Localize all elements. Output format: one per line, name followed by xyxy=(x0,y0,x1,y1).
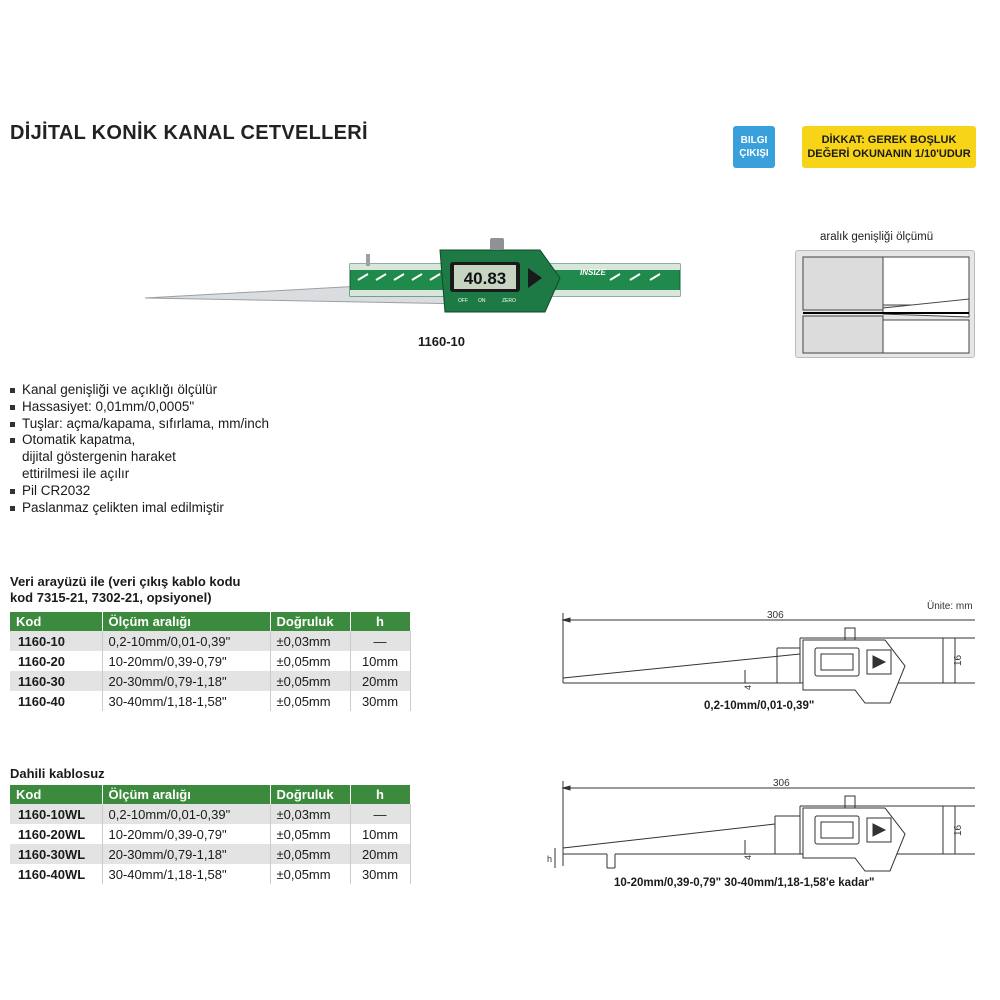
table-cell: 30mm xyxy=(350,691,411,711)
table-cell: 1160-30WL xyxy=(10,844,103,864)
list-item: Kanal genişliği ve açıklığı ölçülür xyxy=(10,382,269,399)
table-cell: 1160-40 xyxy=(10,691,103,711)
column-header: Ölçüm aralığı xyxy=(102,612,271,631)
gap-measure-diagram xyxy=(795,250,975,358)
brand-logo: INSIZE xyxy=(580,268,606,277)
list-item: Tuşlar: açma/kapama, sıfırlama, mm/inch xyxy=(10,416,269,433)
table-row: 1160-40 30-40mm/1,18-1,58" ±0,05mm 30mm xyxy=(10,691,411,711)
table-cell: 1160-20 xyxy=(10,651,103,671)
column-header: Doğruluk xyxy=(270,612,351,631)
svg-text:ON: ON xyxy=(478,298,486,304)
table-row: 1160-30WL 20-30mm/0,79-1,18" ±0,05mm 20m… xyxy=(10,844,411,864)
lcd-screen xyxy=(454,265,516,289)
section-title-data-output: Veri arayüzü ile (veri çıkış kablo kodu … xyxy=(10,574,241,606)
dimension-height: 16 xyxy=(953,654,964,666)
dimension-tip: 4 xyxy=(743,685,753,690)
table-cell: — xyxy=(350,804,411,824)
column-header: h xyxy=(350,612,411,631)
list-item-continued: ettirilmesi ile açılır xyxy=(22,465,130,481)
badge-line: DEĞERİ OKUNANIN 1/10'UDUR xyxy=(807,148,971,160)
table-cell: 0,2-10mm/0,01-0,39" xyxy=(102,631,271,651)
drawing-2-caption: 10-20mm/0,39-0,79" 30-40mm/1,18-1,58'e k… xyxy=(614,877,875,889)
product-illustration: 40.83 OFF ON ZERO INSIZE xyxy=(144,238,681,313)
unit-note: Ünite: mm xyxy=(927,601,973,612)
table-row: 1160-10WL 0,2-10mm/0,01-0,39" ±0,03mm — xyxy=(10,804,411,824)
page-title: DİJİTAL KONİK KANAL CETVELLERİ xyxy=(10,122,368,144)
table-header-row: Kod Ölçüm aralığı Doğruluk h xyxy=(10,785,411,804)
table-cell: 1160-40WL xyxy=(10,864,103,884)
dimension-h: h xyxy=(547,854,552,864)
gap-diagram-svg xyxy=(802,256,970,354)
dimension-tip: 4 xyxy=(743,855,753,860)
feature-list: Kanal genişliği ve açıklığı ölçülür Hass… xyxy=(10,382,269,516)
lcd-value: 40.83 xyxy=(464,269,507,288)
table-cell: 30-40mm/1,18-1,58" xyxy=(102,691,271,711)
technical-drawing-2: 306 16 4 h xyxy=(547,778,975,872)
section-title-line: Veri arayüzü ile (veri çıkış kablo kodu xyxy=(10,574,241,589)
table-cell: 1160-10 xyxy=(10,631,103,651)
column-header: Kod xyxy=(10,612,103,631)
table-cell: ±0,05mm xyxy=(270,864,351,884)
table-cell: 10-20mm/0,39-0,79" xyxy=(102,824,271,844)
table-cell: 10-20mm/0,39-0,79" xyxy=(102,651,271,671)
table-header-row: Kod Ölçüm aralığı Doğruluk h xyxy=(10,612,411,631)
list-item: Otomatik kapatma, xyxy=(10,432,269,449)
table-row: 1160-10 0,2-10mm/0,01-0,39" ±0,03mm — xyxy=(10,631,411,651)
badge-line: BILGI xyxy=(740,135,768,146)
diagram-caption: aralık genişliği ölçümü xyxy=(820,231,934,243)
warning-badge: DİKKAT: GEREK BOŞLUK DEĞERİ OKUNANIN 1/1… xyxy=(802,126,976,168)
model-caption: 1160-10 xyxy=(418,334,465,349)
table-cell: 1160-30 xyxy=(10,671,103,691)
table-cell: 30-40mm/1,18-1,58" xyxy=(102,864,271,884)
svg-text:ZERO: ZERO xyxy=(502,298,516,304)
thumb-wheel xyxy=(490,238,504,250)
table-cell: ±0,05mm xyxy=(270,824,351,844)
table-cell: 20-30mm/0,79-1,18" xyxy=(102,844,271,864)
table-cell: ±0,05mm xyxy=(270,671,351,691)
technical-drawing-1: 306 16 4 xyxy=(561,610,975,704)
section-title-line: kod 7315-21, 7302-21, opsiyonel) xyxy=(10,590,212,605)
table-cell: ±0,05mm xyxy=(270,844,351,864)
drawing-1-caption: 0,2-10mm/0,01-0,39" xyxy=(704,700,815,712)
dimension-length: 306 xyxy=(767,610,784,621)
table-cell: ±0,03mm xyxy=(270,631,351,651)
table-cell: 1160-20WL xyxy=(10,824,103,844)
play-icon xyxy=(528,268,542,288)
table-cell: ±0,05mm xyxy=(270,691,351,711)
table-cell: 20mm xyxy=(350,844,411,864)
table-cell: 0,2-10mm/0,01-0,39" xyxy=(102,804,271,824)
spec-table-data-output: Kod Ölçüm aralığı Doğruluk h 1160-10 0,2… xyxy=(10,612,411,711)
table-row: 1160-20 10-20mm/0,39-0,79" ±0,05mm 10mm xyxy=(10,651,411,671)
section-title-wireless: Dahili kablosuz xyxy=(10,766,105,781)
table-row: 1160-30 20-30mm/0,79-1,18" ±0,05mm 20mm xyxy=(10,671,411,691)
column-header: h xyxy=(350,785,411,804)
table-row: 1160-20WL 10-20mm/0,39-0,79" ±0,05mm 10m… xyxy=(10,824,411,844)
data-output-badge: BILGI ÇIKIŞI xyxy=(733,126,775,168)
list-item-continued: dijital göstergenin haraket xyxy=(22,449,176,465)
table-cell: — xyxy=(350,631,411,651)
list-item: Paslanmaz çelikten imal edilmiştir xyxy=(10,500,269,517)
spec-table-wireless: Kod Ölçüm aralığı Doğruluk h 1160-10WL 0… xyxy=(10,785,411,884)
column-header: Ölçüm aralığı xyxy=(102,785,271,804)
table-cell: 20mm xyxy=(350,671,411,691)
table-cell: ±0,05mm xyxy=(270,651,351,671)
table-cell: 1160-10WL xyxy=(10,804,103,824)
table-cell: ±0,03mm xyxy=(270,804,351,824)
svg-text:OFF: OFF xyxy=(458,298,468,304)
list-item: Pil CR2032 xyxy=(10,483,269,500)
list-item: Hassasiyet: 0,01mm/0,0005" xyxy=(10,399,269,416)
column-header: Doğruluk xyxy=(270,785,351,804)
table-cell: 20-30mm/0,79-1,18" xyxy=(102,671,271,691)
badge-line: DİKKAT: GEREK BOŞLUK xyxy=(821,134,957,146)
table-cell: 30mm xyxy=(350,864,411,884)
table-cell: 10mm xyxy=(350,824,411,844)
dimension-height: 16 xyxy=(953,824,964,836)
table-row: 1160-40WL 30-40mm/1,18-1,58" ±0,05mm 30m… xyxy=(10,864,411,884)
column-header: Kod xyxy=(10,785,103,804)
dimension-length: 306 xyxy=(773,778,790,789)
badge-line: ÇIKIŞI xyxy=(739,148,769,159)
table-cell: 10mm xyxy=(350,651,411,671)
